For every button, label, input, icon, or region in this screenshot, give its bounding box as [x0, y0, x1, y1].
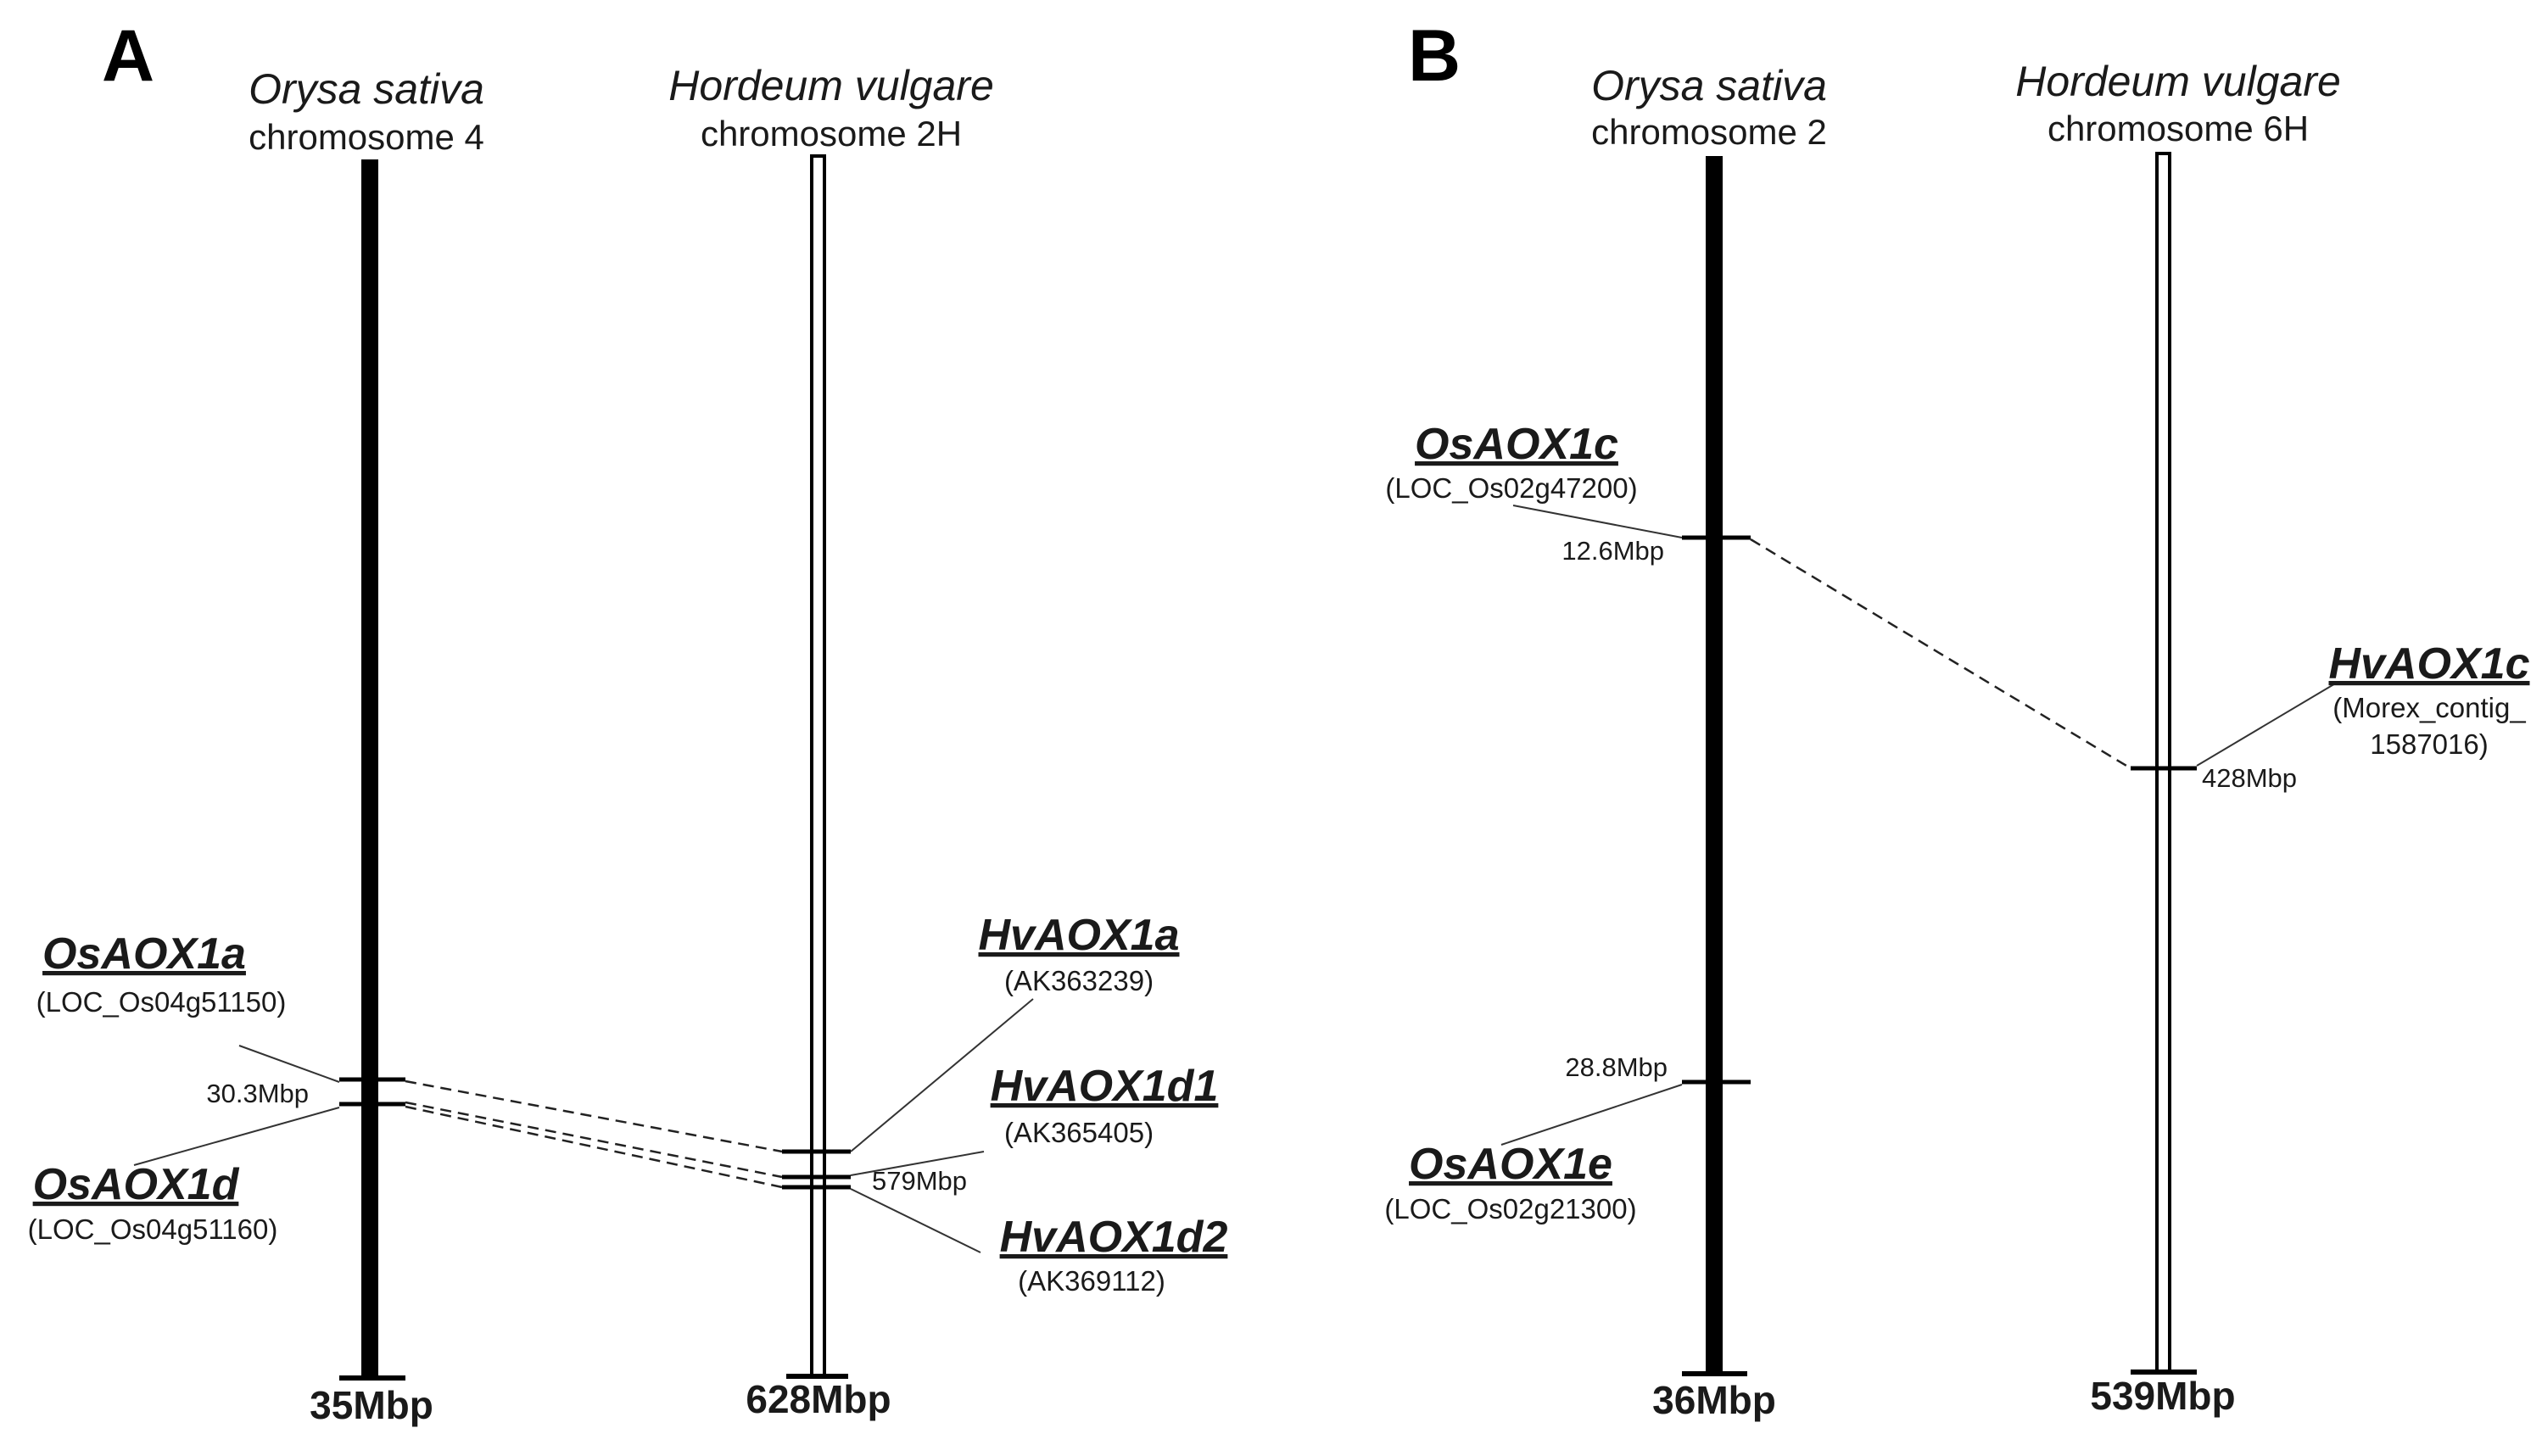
panel-a-synteny-line-1d2 — [405, 1105, 783, 1189]
panel-a-label: A — [102, 15, 154, 97]
panel-b-barley-chromosome-name: chromosome 6H — [2048, 109, 2309, 148]
panel-a-hvaox1d1-accession: (AK365405) — [1004, 1117, 1154, 1148]
panel-b-hvaox1c-label: HvAOX1c — [2329, 639, 2530, 689]
panel-b-rice-chromosome-name: chromosome 2 — [1591, 112, 1827, 152]
panel-b-synteny-line-1c — [1750, 538, 2131, 770]
panel-b-osaox1e-leader — [1500, 1084, 1683, 1146]
panel-a-rice-chromosome-name: chromosome 4 — [249, 117, 484, 157]
panel-a-rice-species: Orysa sativa — [249, 65, 484, 113]
panel-b-osaox1c-leader — [1512, 505, 1683, 538]
panel-a-barley-length-label: 628Mbp — [746, 1377, 891, 1421]
panel-a-hvaox1a-leader — [850, 998, 1034, 1152]
panel-b-hvaox1c-accession-line-1: (Morex_contig_ — [2332, 692, 2526, 723]
panel-a-hvaox1a-label: HvAOX1a — [979, 911, 1180, 960]
panel-a-synteny-line-1d1 — [405, 1101, 783, 1179]
panel-b-barley-length-label: 539Mbp — [2090, 1374, 2235, 1418]
panel-a-osaox1d-accession: (LOC_Os04g51160) — [28, 1213, 278, 1245]
panel-a-barley-chromosome-name: chromosome 2H — [701, 114, 962, 153]
panel-a-synteny-line-1a — [405, 1079, 783, 1153]
panel-b-osaox1e-position-label: 28.8Mbp — [1565, 1052, 1668, 1082]
panel-b-hvaox1c-accession-line-2: 1587016) — [2370, 728, 2488, 760]
panel-b-label: B — [1408, 15, 1461, 97]
panel-a-rice-length-label: 35Mbp — [310, 1383, 433, 1427]
panel-a-hvaox1d2-label: HvAOX1d2 — [1000, 1213, 1228, 1262]
panel-a-barley-position-label: 579Mbp — [872, 1166, 967, 1196]
panel-b-osaox1c-label: OsAOX1c — [1415, 420, 1618, 469]
panel-b: B Orysa sativa chromosome 2 Hordeum vulg… — [1384, 15, 2529, 1422]
panel-a-osaox1a-leader — [238, 1045, 340, 1083]
panel-a-hvaox1d1-label: HvAOX1d1 — [991, 1062, 1219, 1111]
panel-a-rice-chromosome-bar — [361, 159, 378, 1379]
panel-a-osaox1a-label: OsAOX1a — [42, 929, 246, 979]
panel-b-osaox1e-label: OsAOX1e — [1409, 1140, 1612, 1189]
panel-a-barley-chromosome-bar — [810, 154, 826, 1378]
panel-a: A Orysa sativa chromosome 4 Hordeum vulg… — [28, 15, 1228, 1427]
panel-a-rice-position-label: 30.3Mbp — [206, 1079, 309, 1108]
panel-a-hvaox1a-accession: (AK363239) — [1004, 965, 1154, 996]
panel-b-osaox1e-accession: (LOC_Os02g21300) — [1384, 1193, 1636, 1224]
panel-b-rice-length-label: 36Mbp — [1652, 1378, 1776, 1422]
panel-b-osaox1c-position-label: 12.6Mbp — [1562, 536, 1664, 566]
panel-b-barley-species: Hordeum vulgare — [2015, 58, 2341, 105]
panel-b-hvaox1c-leader — [2196, 682, 2338, 767]
panel-a-osaox1a-accession: (LOC_Os04g51150) — [36, 986, 287, 1018]
panel-a-hvaox1d1-leader — [850, 1151, 985, 1176]
panel-a-osaox1d-leader — [133, 1107, 340, 1166]
panel-b-hvaox1c-position-label: 428Mbp — [2202, 763, 2297, 793]
panel-b-rice-species: Orysa sativa — [1591, 62, 1827, 109]
panel-a-hvaox1d2-accession: (AK369112) — [1018, 1265, 1165, 1297]
panel-b-rice-chromosome-bar — [1706, 156, 1723, 1375]
panel-a-barley-species: Hordeum vulgare — [668, 62, 994, 109]
panel-b-barley-chromosome-bar — [2155, 152, 2171, 1374]
panel-a-osaox1d-label: OsAOX1d — [33, 1160, 240, 1209]
panel-b-osaox1c-accession: (LOC_Os02g47200) — [1385, 472, 1637, 504]
panel-a-hvaox1d2-leader — [850, 1188, 981, 1253]
